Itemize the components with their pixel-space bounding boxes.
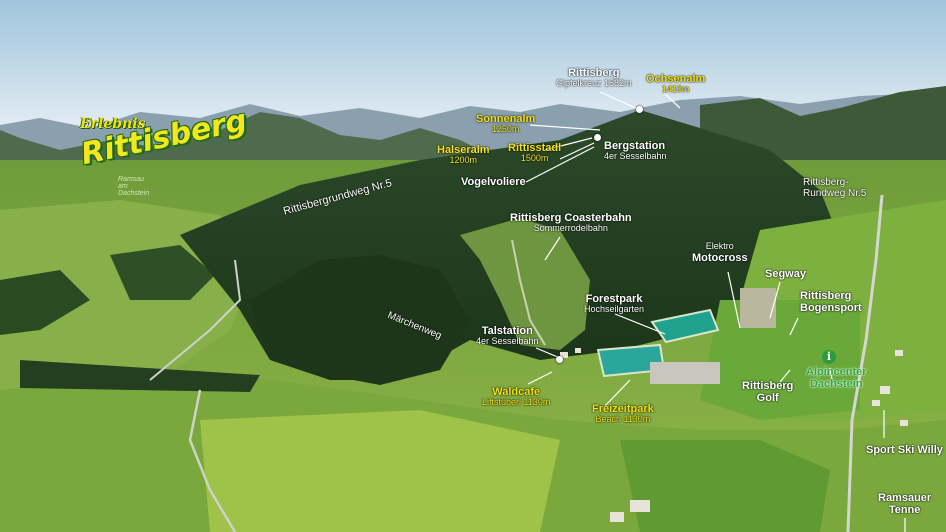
bogensport-line1: Rittisberg — [800, 290, 852, 302]
ramsauer-line2: Tenne — [888, 504, 921, 517]
ramsauer-line1: Ramsauer — [878, 492, 932, 504]
freizeitpark-subtitle: Beach 1130m — [595, 414, 651, 425]
label-rundweg-right[interactable]: Rittisberg- Rundweg Nr.5 — [803, 177, 866, 199]
label-segway[interactable]: Segway — [765, 268, 806, 280]
forestpark-lake — [650, 308, 720, 344]
talstation-marker — [556, 356, 563, 363]
bogensport-line2: Bogensport — [800, 302, 862, 315]
motocross-track — [740, 288, 776, 328]
maerchenweg-forest — [250, 255, 470, 385]
label-sport-ski-willy[interactable]: Sport Ski Willy — [866, 444, 943, 456]
golf-line2: Golf — [756, 392, 779, 405]
label-waldcafe[interactable]: Waldcafe Liftstüberl 1130m — [482, 386, 550, 408]
rundweg-right-line1: Rittisberg- — [803, 177, 849, 188]
label-golf[interactable]: Rittisberg Golf — [742, 380, 793, 404]
road-left — [188, 389, 237, 532]
motocross-title: Motocross — [692, 251, 748, 264]
label-talstation[interactable]: Talstation 4er Sesselbahn — [476, 325, 539, 347]
golf-area — [700, 300, 860, 420]
bergstation-subtitle: 4er Sesselbahn — [604, 151, 667, 162]
rundweg-right-line2: Rundweg Nr.5 — [803, 188, 867, 199]
bergstation-title: Bergstation — [604, 140, 666, 152]
label-ochsenalm[interactable]: Ochsenalm 1410m — [646, 73, 705, 95]
motocross-prefix: Elektro — [705, 241, 734, 251]
forestpark-title: Forestpark — [585, 293, 643, 305]
rittisstadl-altitude: 1500m — [520, 153, 549, 164]
left-forest-strips — [0, 270, 90, 335]
forest-strip-bottom — [20, 360, 260, 392]
piste-clearing — [460, 218, 590, 350]
label-halseralm[interactable]: Halseralm 1200m — [437, 144, 490, 166]
road-mid — [149, 259, 242, 381]
label-rittisstadl[interactable]: Rittisstadl 1500m — [508, 142, 561, 164]
sonnenalm-altitude: 1250m — [491, 124, 520, 135]
talstation-subtitle: 4er Sesselbahn — [476, 336, 539, 347]
label-bergstation[interactable]: Bergstation 4er Sesselbahn — [604, 140, 667, 162]
label-freizeitpark[interactable]: Freizeitpark Beach 1130m — [592, 403, 654, 425]
bergstation-marker — [594, 134, 601, 141]
label-vogelvoliere[interactable]: Vogelvoliere — [461, 176, 526, 188]
ochsenalm-altitude: 1410m — [661, 84, 690, 95]
label-motocross[interactable]: Elektro Motocross — [692, 241, 748, 264]
talstation-title: Talstation — [481, 325, 533, 337]
parking-area — [650, 362, 720, 384]
golf-line1: Rittisberg — [742, 380, 794, 392]
coaster-track — [511, 239, 546, 346]
logo-top-text: Erlebnis — [80, 116, 146, 132]
rittisstadl-title: Rittisstadl — [508, 142, 562, 154]
coaster-title: Rittisberg Coasterbahn — [510, 212, 632, 224]
foreground-field-right — [620, 440, 830, 532]
leader-lines — [525, 91, 906, 532]
rittisberg-gipfelkreuz: Gipfelkreuz 1582m — [556, 78, 632, 89]
label-bogensport[interactable]: Rittisberg Bogensport — [800, 290, 862, 314]
freizeitpark-title: Freizeitpark — [592, 403, 654, 415]
rittisberg-title: Rittisberg — [568, 67, 620, 79]
gipfelkreuz-marker — [636, 106, 643, 113]
ochsenalm-title: Ochsenalm — [646, 73, 706, 85]
sonnenalm-title: Sonnenalm — [476, 113, 536, 125]
foreground-field-light — [200, 410, 560, 532]
road-right — [846, 194, 884, 532]
waldcafe-title: Waldcafe — [492, 386, 541, 398]
info-icon[interactable]: i — [822, 350, 836, 364]
left-forest-strip-2 — [110, 245, 215, 300]
coaster-subtitle: Sommerrodelbahn — [533, 223, 608, 234]
village-buildings — [560, 348, 908, 522]
label-alpincenter[interactable]: Alpincenter Dachstein — [806, 366, 867, 390]
alpincenter-line2: Dachstein — [809, 378, 863, 391]
label-ramsauer-tenne[interactable]: Ramsauer Tenne — [878, 492, 931, 516]
alpincenter-line1: Alpincenter — [806, 366, 867, 378]
forestpark-subtitle: Hochseilgarten — [584, 304, 645, 315]
halseralm-title: Halseralm — [437, 144, 490, 156]
label-rittisberg[interactable]: Rittisberg Gipfelkreuz 1582m — [556, 67, 632, 89]
label-forestpark[interactable]: Forestpark Hochseilgarten — [584, 293, 644, 315]
logo-sub-text: Ramsau am Dachstein — [118, 176, 150, 197]
label-coasterbahn[interactable]: Rittisberg Coasterbahn Sommerrodelbahn — [510, 212, 632, 234]
waldcafe-subtitle: Liftstüberl 1130m — [482, 397, 551, 408]
label-sonnenalm[interactable]: Sonnenalm 1250m — [476, 113, 535, 135]
halseralm-altitude: 1200m — [449, 155, 478, 166]
